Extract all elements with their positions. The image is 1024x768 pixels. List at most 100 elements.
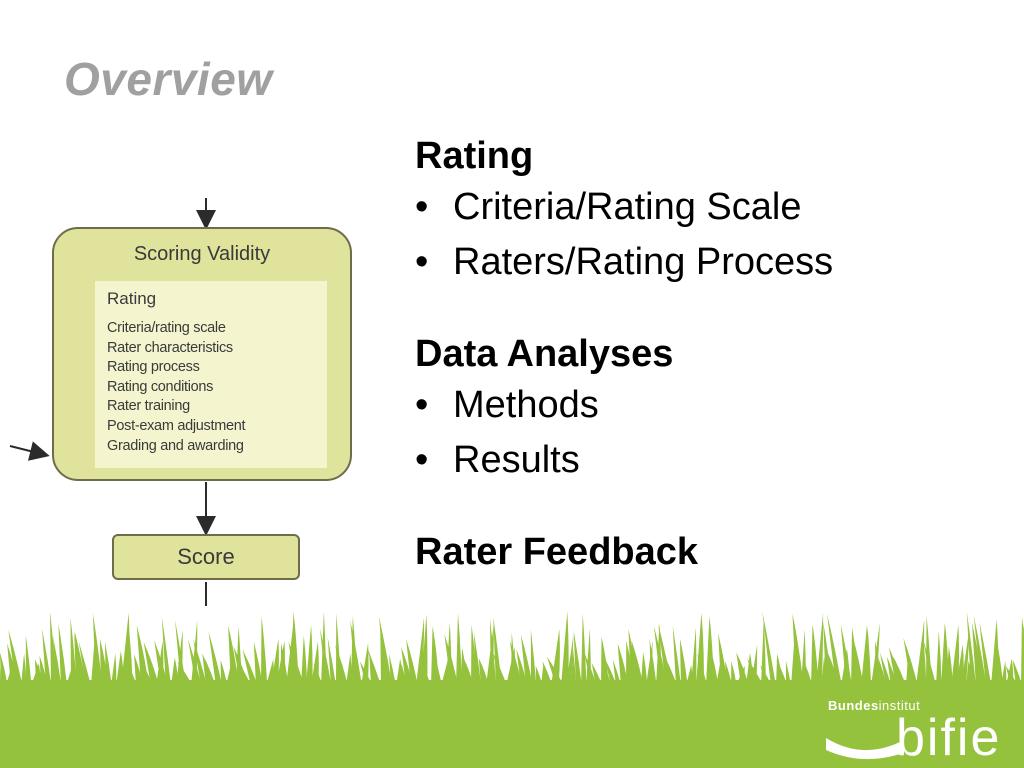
grass-blade	[253, 641, 263, 686]
grass-blade	[489, 618, 497, 686]
rating-item: Rater characteristics	[107, 339, 233, 356]
grass-blade	[936, 630, 942, 686]
grass-blade	[25, 635, 32, 686]
grass-blade	[561, 611, 569, 686]
grass-blade	[566, 634, 574, 686]
grass-blade	[816, 612, 824, 686]
grass-blade	[776, 659, 788, 686]
grass-blade	[762, 611, 777, 686]
grass-blade	[161, 616, 172, 686]
grass-blade	[406, 638, 418, 686]
grass-blade	[979, 622, 992, 686]
grass-blade	[116, 651, 124, 686]
grass-blade	[228, 625, 239, 686]
grass-blade	[444, 633, 459, 686]
bullet-text: Results	[453, 439, 580, 481]
bullet-dot: •	[415, 186, 429, 228]
grass-blade	[492, 652, 508, 686]
grass-blade	[70, 617, 77, 686]
grass-blade	[725, 660, 733, 686]
grass-blade	[320, 628, 332, 686]
grass-blade	[52, 635, 62, 686]
rating-item: Grading and awarding	[107, 437, 244, 454]
section-title-rater-feedback: Rater Feedback	[415, 531, 699, 573]
rating-panel: Rating Criteria/rating scale Rater chara…	[95, 281, 327, 468]
grass-blade	[111, 652, 117, 686]
grass-blade	[662, 650, 678, 686]
grass-blade	[280, 643, 289, 686]
diagram-arrows	[9, 198, 216, 606]
grass-blade	[840, 624, 853, 686]
grass-blade	[238, 661, 252, 686]
grass-blade	[573, 631, 582, 686]
grass-blade	[584, 652, 597, 686]
grass-blade	[242, 649, 258, 686]
grass-blade	[747, 658, 764, 686]
grass-blade	[92, 613, 103, 686]
grass-blade	[266, 659, 274, 686]
grass-blade	[350, 620, 363, 686]
grass-blade	[187, 638, 202, 686]
scoring-validity-diagram: Scoring Validity Rating Criteria/rating …	[0, 0, 400, 640]
grass-blade	[175, 620, 187, 686]
grass-blade	[74, 630, 87, 686]
logo-swoosh-icon	[826, 738, 900, 760]
grass-blade	[126, 624, 133, 686]
bullet-item: •Results	[415, 433, 975, 488]
score-box: Score	[112, 534, 300, 580]
grass-blade	[0, 652, 8, 686]
grass-blade	[335, 644, 348, 686]
grass-blade	[649, 638, 657, 686]
grass-blade	[802, 658, 813, 686]
grass-blade	[811, 624, 819, 686]
section-title-rating: Rating	[415, 135, 534, 177]
grass-blade	[604, 658, 617, 686]
grass-blade	[966, 611, 977, 686]
grass-blade	[193, 639, 208, 686]
grass-blade	[879, 652, 892, 686]
grass-blade	[852, 635, 864, 686]
grass-blade	[951, 624, 960, 686]
rating-item: Post-exam adjustment	[107, 417, 246, 434]
grass-blade	[718, 633, 728, 686]
bullet-text: Criteria/Rating Scale	[453, 186, 802, 228]
bullet-item: •Raters/Rating Process	[415, 235, 975, 290]
grass-blade	[903, 637, 918, 686]
grass-blade	[1021, 616, 1024, 686]
grass-blade	[1012, 659, 1023, 686]
grass-blade	[177, 661, 193, 686]
grass-blade	[956, 644, 964, 686]
grass-blade	[520, 634, 533, 686]
grass-blade	[78, 641, 92, 686]
grass-blade	[547, 656, 564, 686]
grass-blade	[542, 661, 553, 686]
grass-footer	[0, 611, 1024, 768]
grass-blade	[271, 638, 279, 686]
grass-blade	[204, 658, 217, 686]
grass-blade	[1001, 660, 1007, 686]
grass-blade	[653, 625, 668, 686]
rating-panel-title: Rating	[107, 289, 157, 308]
grass-blade	[893, 656, 907, 686]
grass-blade	[946, 646, 953, 686]
grass-blade	[8, 629, 23, 686]
grass-blade	[478, 658, 489, 686]
bullet-dot: •	[415, 384, 429, 426]
grass-blade	[708, 643, 719, 686]
grass-blade	[603, 661, 612, 686]
bullet-item: • Criteria/Rating Scale	[415, 180, 975, 235]
grass-blade	[104, 641, 112, 686]
grass-blade	[509, 640, 523, 686]
grass-blade	[792, 613, 804, 686]
bullet-text: Methods	[453, 384, 599, 426]
content-list: Rating • Criteria/Rating Scale •Raters/Ra…	[415, 132, 975, 576]
grass-blade	[346, 653, 352, 686]
grass-blade	[208, 631, 223, 686]
grass-blade	[731, 661, 737, 686]
rating-item: Rating process	[107, 359, 200, 376]
grass-blade	[996, 640, 1004, 686]
section-title-data-analyses: Data Analyses	[415, 333, 674, 375]
grass-blade	[288, 641, 304, 686]
grass-blade	[389, 653, 397, 686]
grass-blade	[154, 640, 169, 686]
